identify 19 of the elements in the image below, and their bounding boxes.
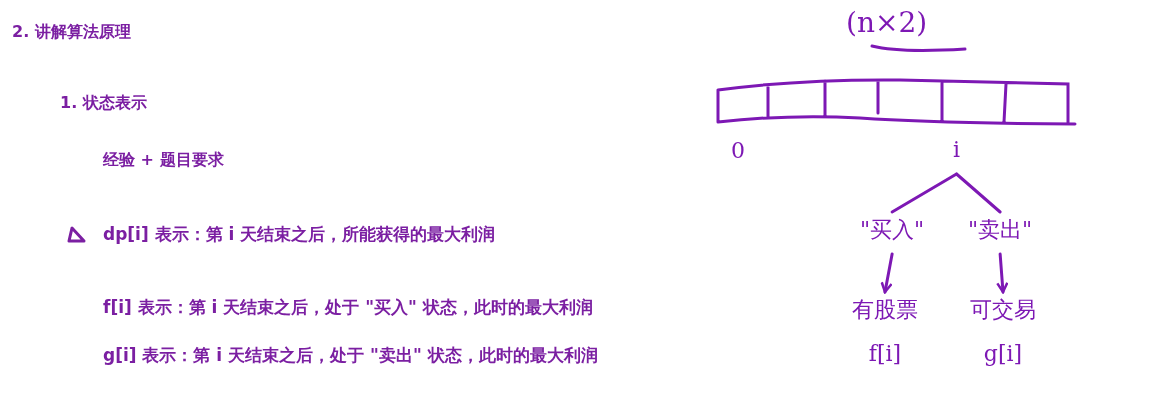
branch-line xyxy=(890,172,958,214)
definition-text: f[i] 表示：第 i 天结束之后，处于 "买入" 状态，此时的最大利润 xyxy=(103,296,593,319)
state-meaning: g[i] xyxy=(982,340,1024,368)
subsection-heading: 1. 状态表示 xyxy=(60,93,147,114)
arrow xyxy=(996,252,1009,294)
state-meaning: f[i] xyxy=(867,340,903,368)
state-meaning: 可交易 xyxy=(970,296,1036,324)
state-label: "买入" xyxy=(860,216,925,244)
definition-text: dp[i] 表示：第 i 天结束之后，所能获得的最大利润 xyxy=(103,223,496,246)
index-label: i xyxy=(953,136,961,164)
section-heading: 2. 讲解算法原理 xyxy=(12,22,131,43)
arrow xyxy=(880,252,894,294)
state-meaning: 有股票 xyxy=(852,296,918,324)
size-annotation: (n×2) xyxy=(846,6,928,39)
index-label: 0 xyxy=(731,138,745,163)
note-text: 经验 + 题目要求 xyxy=(103,150,224,171)
definition-text: g[i] 表示：第 i 天结束之后，处于 "卖出" 状态，此时的最大利润 xyxy=(103,344,598,367)
branch-line xyxy=(955,172,1002,214)
state-label: "卖出" xyxy=(968,216,1033,244)
